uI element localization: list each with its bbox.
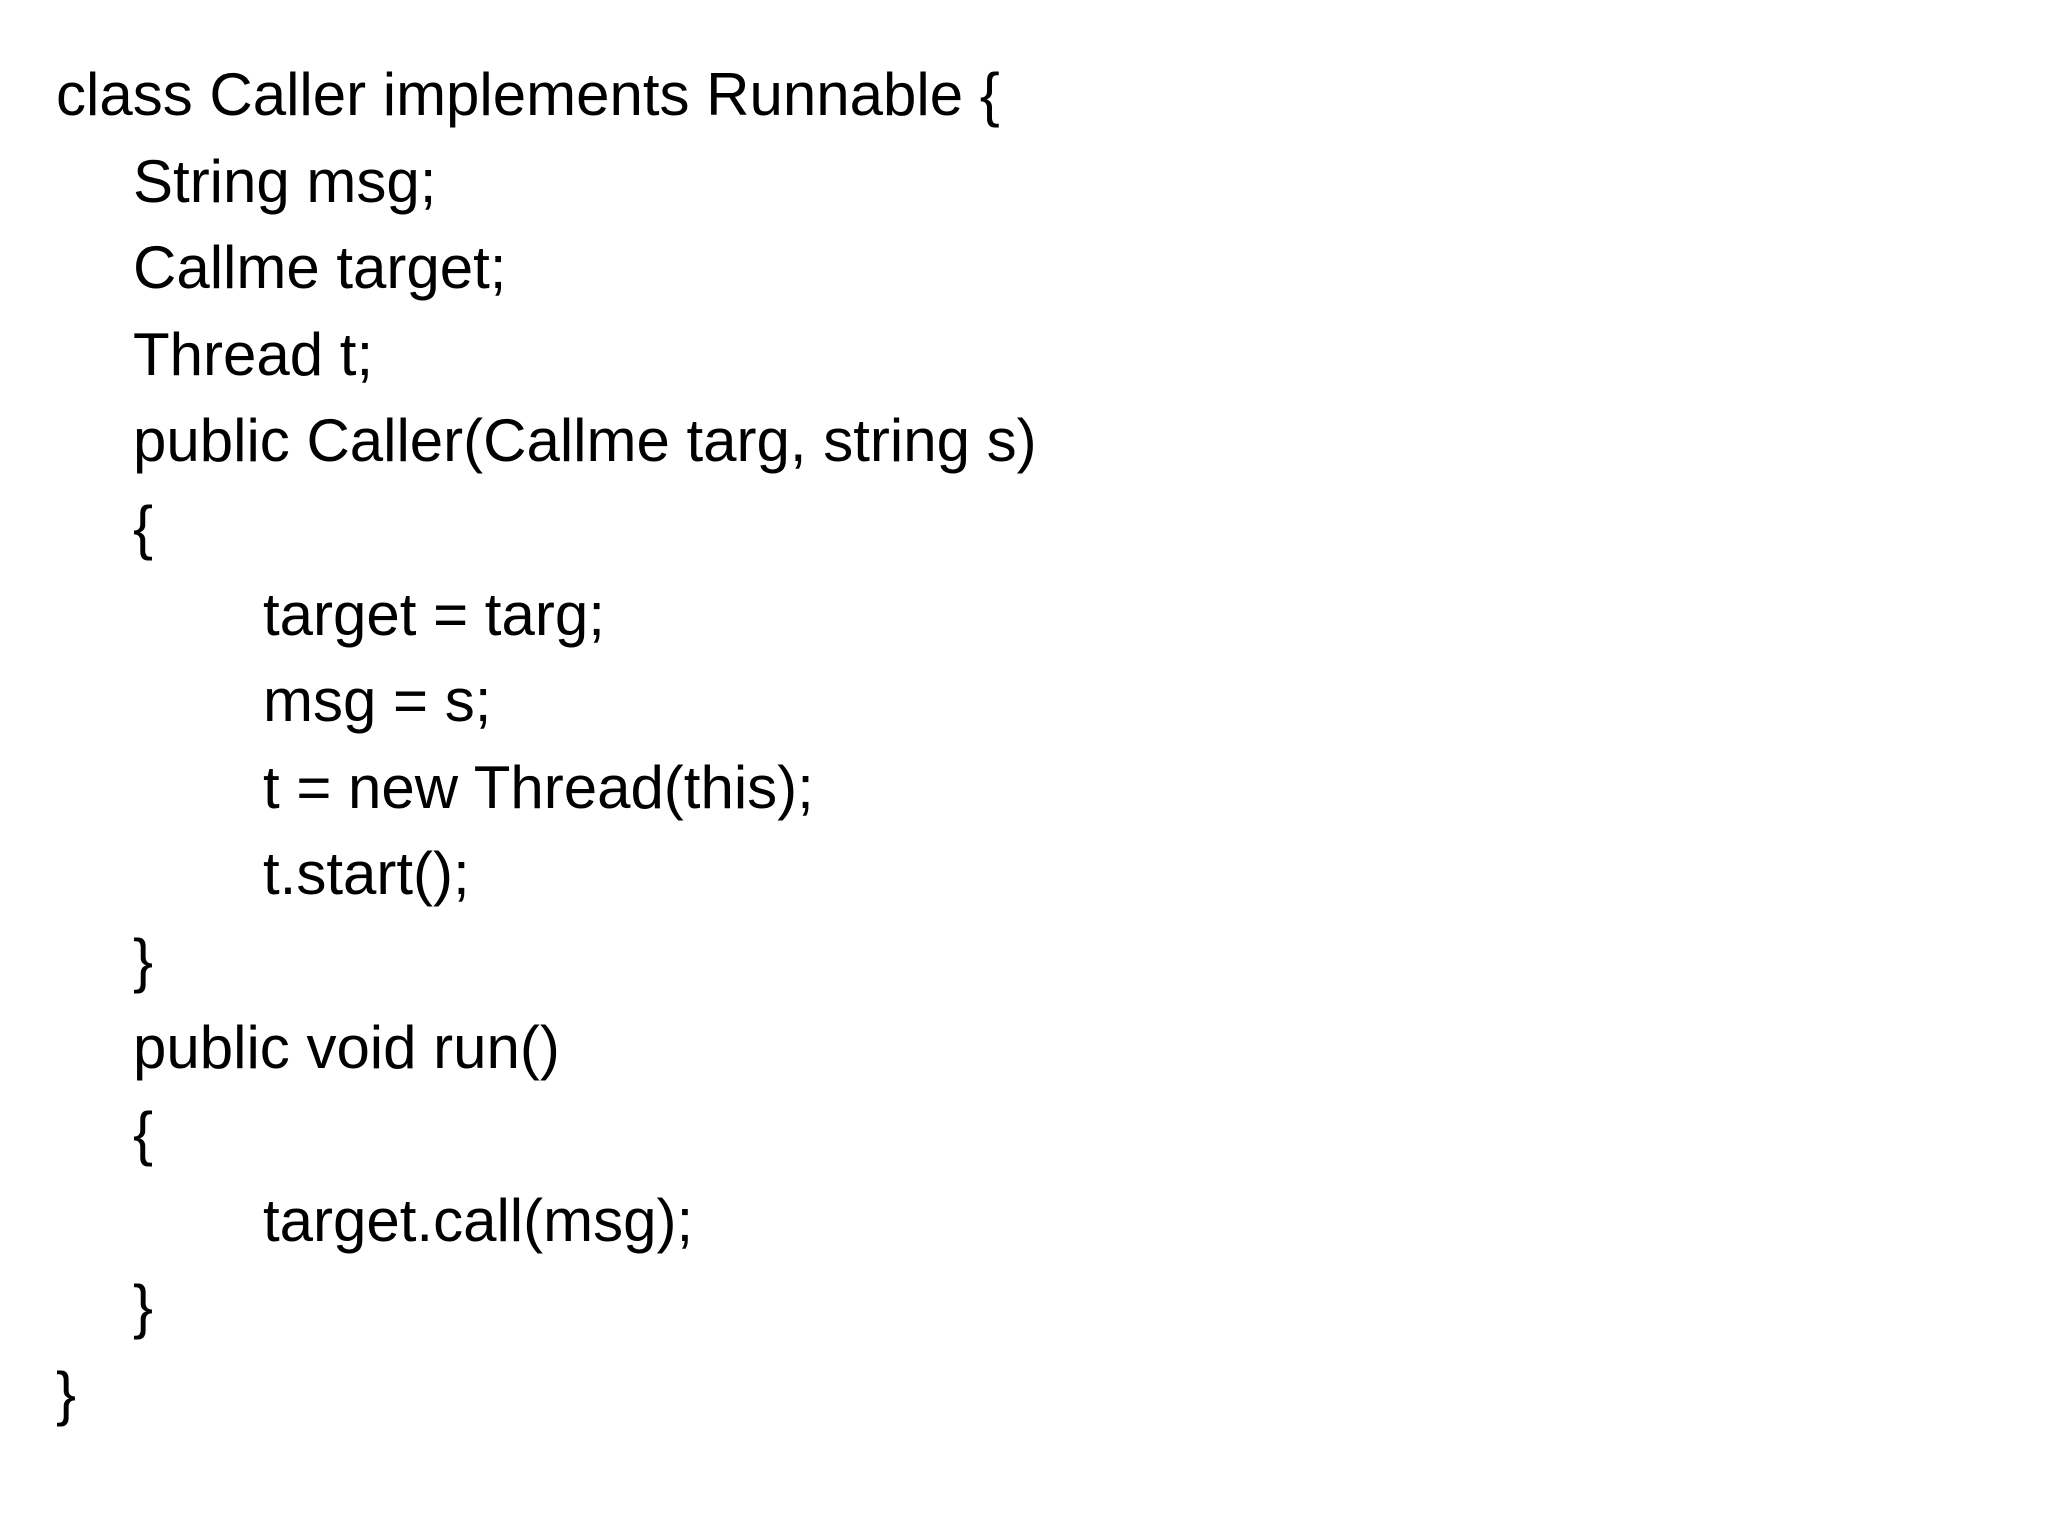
code-line-thread-start: t.start(); xyxy=(263,840,470,908)
code-line-field-target: Callme target; xyxy=(133,234,507,302)
code-line-new-thread: t = new Thread(this); xyxy=(263,753,814,821)
code-line-run-close-brace: } xyxy=(133,1273,154,1341)
code-line-constructor-open-brace: { xyxy=(133,493,154,561)
code-line-assign-msg: msg = s; xyxy=(263,667,492,735)
code-line-run-open-brace: { xyxy=(133,1100,154,1168)
code-line-target-call: target.call(msg); xyxy=(263,1186,694,1254)
code-line-class-declaration: class Caller implements Runnable { xyxy=(56,61,1000,128)
code-line-field-thread: Thread t; xyxy=(133,320,374,388)
code-line-assign-target: target = targ; xyxy=(263,580,605,648)
code-line-run-signature: public void run() xyxy=(133,1013,560,1081)
code-line-class-close-brace: } xyxy=(56,1359,77,1427)
code-line-constructor-close-brace: } xyxy=(133,926,154,994)
code-line-constructor-signature: public Caller(Callme targ, string s) xyxy=(133,407,1037,475)
code-block: class Caller implements Runnable { Strin… xyxy=(56,52,1037,1438)
code-line-field-msg: String msg; xyxy=(133,147,437,215)
